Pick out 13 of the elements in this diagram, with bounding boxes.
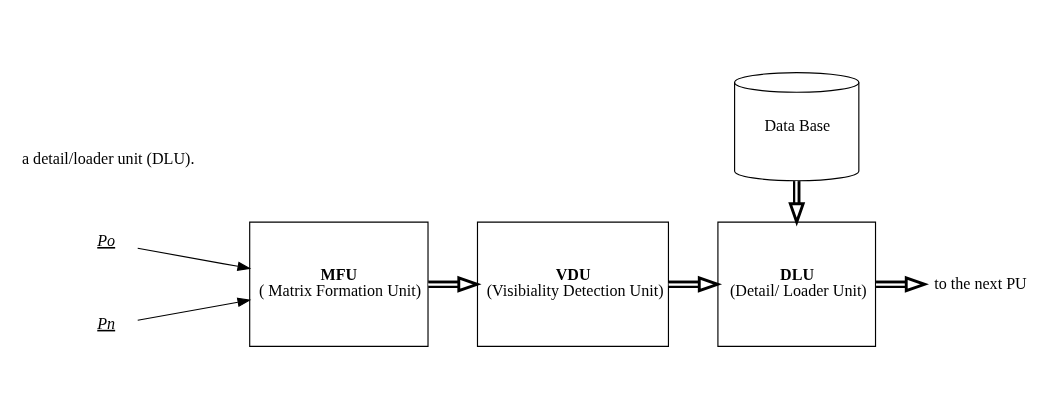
arrow	[876, 275, 929, 293]
node-text: to the next PU	[934, 274, 1027, 292]
label: a detail/loader unit (DLU).	[21, 149, 195, 167]
arrow	[668, 275, 723, 293]
arrow	[137, 297, 252, 321]
node-box: VDU (Visibiality Detection Unit)	[476, 221, 670, 347]
node-text: Pn	[97, 314, 116, 332]
node-box: MFU ( Matrix Formation Unit)	[249, 221, 429, 347]
node-text: Po	[97, 231, 116, 249]
node-box: DLU (Detail/ Loader Unit)	[717, 221, 877, 347]
arrow	[137, 247, 252, 271]
arrow	[788, 180, 806, 226]
arrow	[428, 275, 482, 293]
